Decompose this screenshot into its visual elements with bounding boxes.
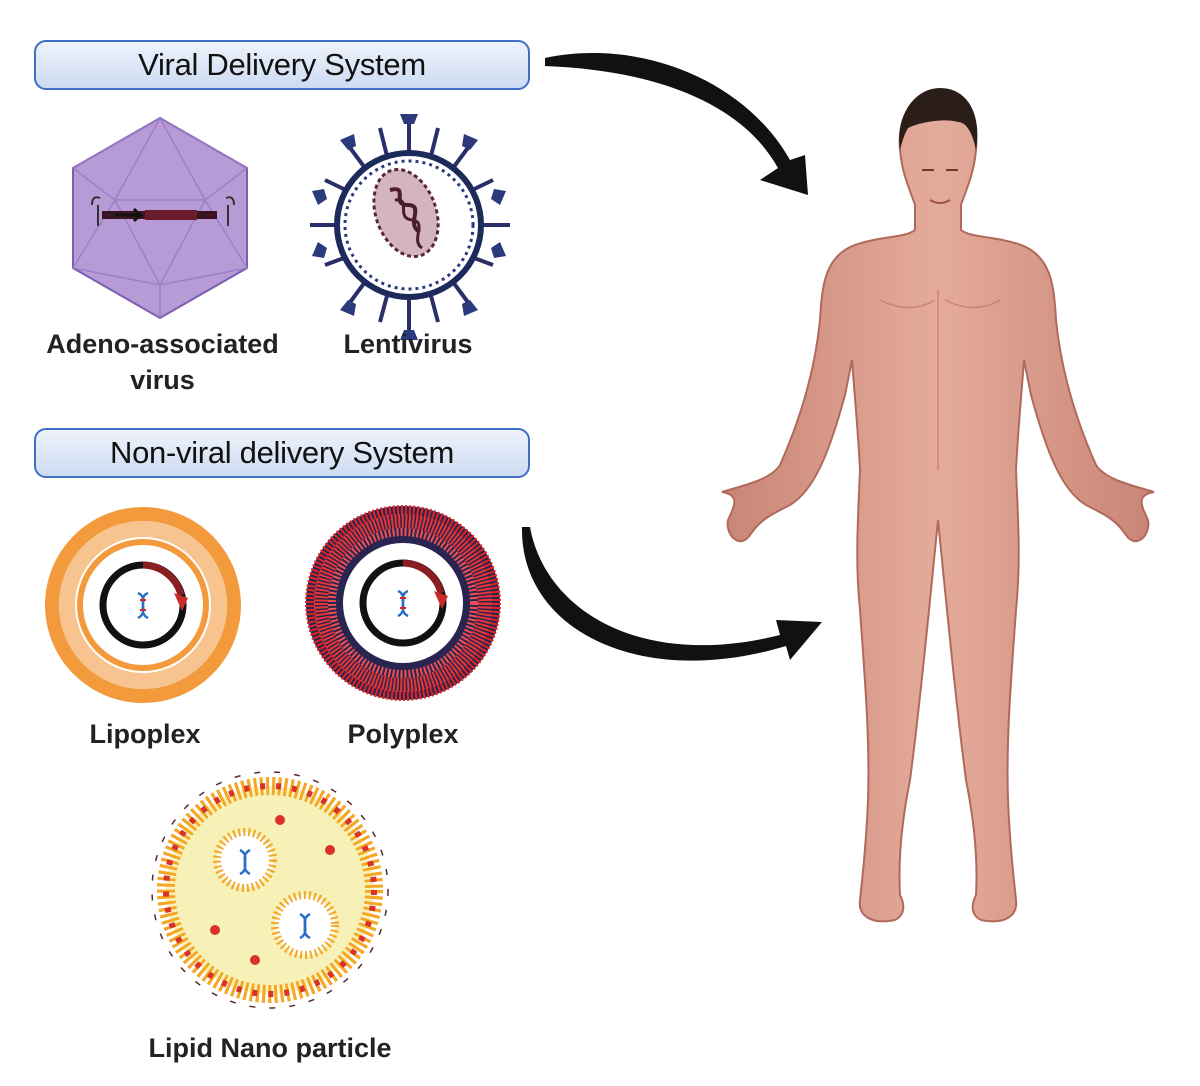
viral-delivery-header: Viral Delivery System [34, 40, 530, 90]
lnp-label: Lipid Nano particle [148, 1033, 392, 1063]
aav-label: Adeno-associated virus [46, 329, 279, 395]
lentivirus-label: Lentivirus [343, 329, 473, 359]
lentivirus-icon [310, 114, 510, 340]
lipoplex-icon [45, 507, 241, 703]
polyplex-icon [305, 505, 501, 701]
curved-arrow-icon [545, 53, 808, 195]
adeno-associated-virus-icon [72, 116, 248, 320]
polyplex-label: Polyplex [347, 719, 459, 749]
nonviral-delivery-header: Non-viral delivery System [34, 428, 530, 478]
curved-arrow-icon [521, 527, 822, 661]
lipid-nanoparticle-icon [151, 771, 389, 1009]
human-body-icon [721, 88, 1155, 923]
lipoplex-label: Lipoplex [89, 719, 201, 749]
